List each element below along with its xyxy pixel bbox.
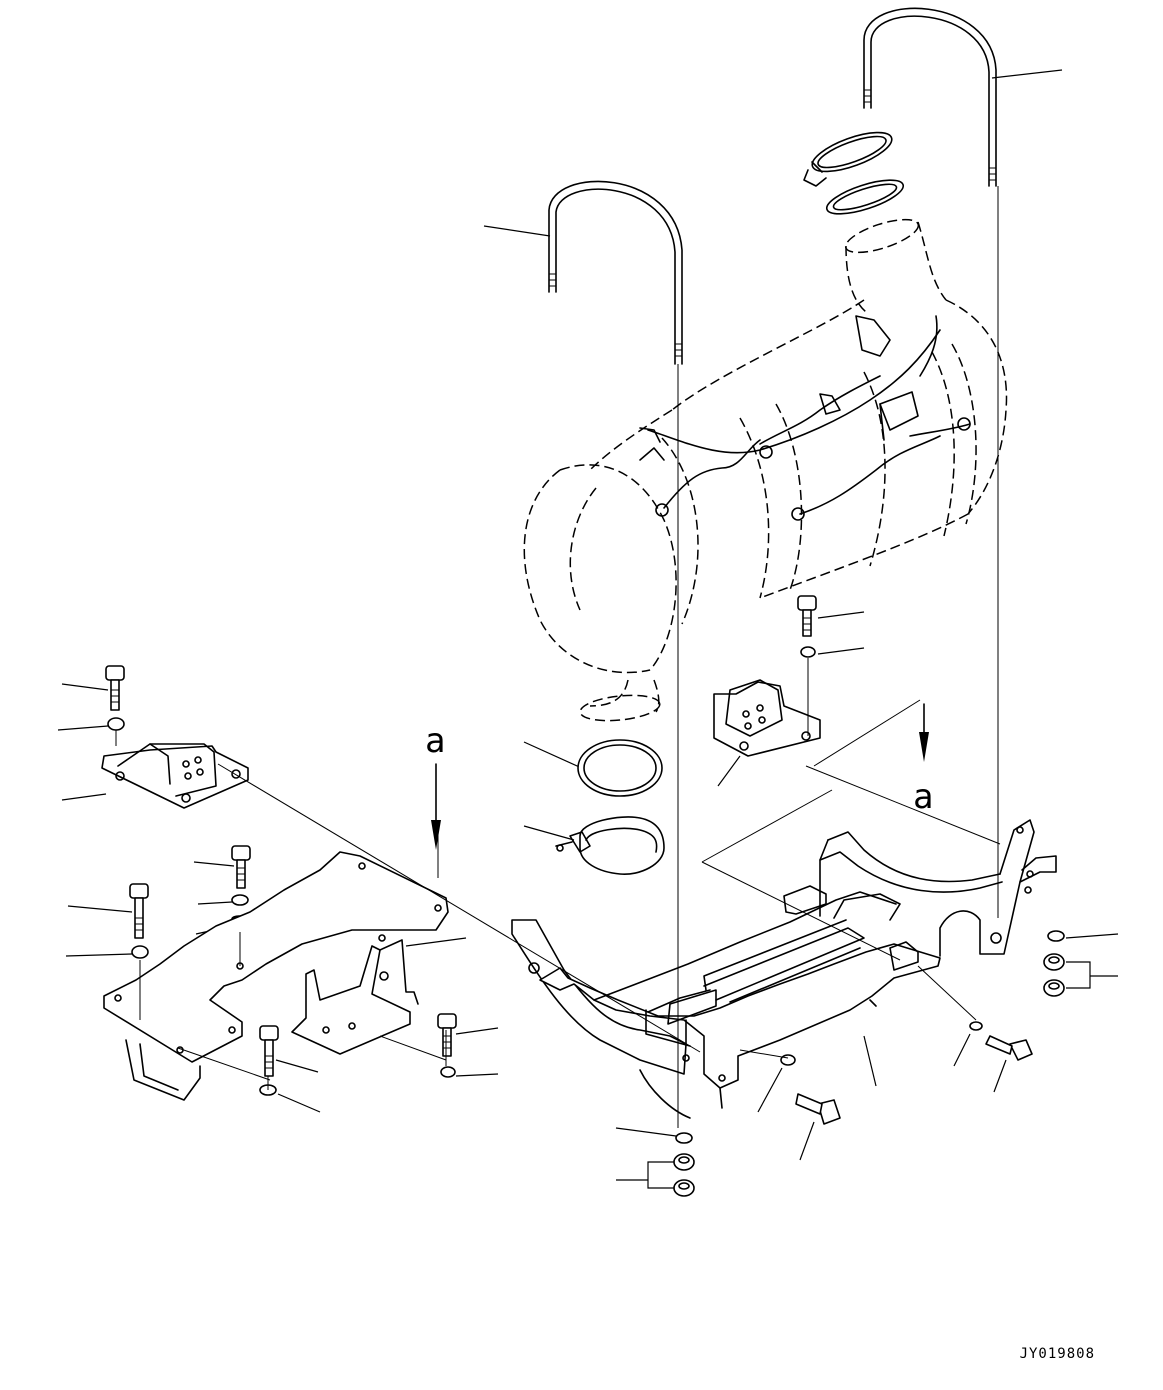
clamp-top — [803, 131, 893, 187]
bolt-left-mid — [231, 845, 251, 889]
nut-bottom-a — [673, 1153, 695, 1171]
view-marker-right: a — [913, 777, 933, 817]
washer-bottom-a — [780, 1054, 796, 1066]
nut-right-a — [1043, 953, 1065, 971]
aftertreatment-assembly — [523, 218, 1008, 722]
alignment-lines — [115, 186, 1001, 1128]
bolt-left-top — [105, 665, 125, 711]
bolt-bottom-angled — [795, 1093, 841, 1125]
washer-right-b — [969, 1021, 983, 1031]
washer-right-top — [800, 646, 816, 658]
bolt-right-top — [797, 595, 817, 637]
gasket-top — [825, 179, 905, 215]
bolt-right-angled — [985, 1035, 1033, 1061]
bolt-left-bottom — [259, 1025, 279, 1077]
u-bolt-large — [863, 7, 997, 187]
u-bolt-small — [548, 180, 683, 365]
bolt-center — [437, 1013, 457, 1057]
washer-center — [440, 1066, 456, 1078]
nut-right-b — [1043, 979, 1065, 997]
washer-left-low — [131, 945, 149, 959]
mount-bracket-right — [713, 679, 821, 757]
washer-left-top — [107, 717, 125, 731]
view-arrow-left: a — [425, 721, 445, 850]
view-arrow-right: a — [913, 703, 933, 817]
gasket-inlet — [577, 739, 663, 797]
view-marker-left: a — [425, 721, 445, 761]
clamp-inlet — [555, 816, 665, 875]
support-plate-left — [103, 851, 449, 1101]
nut-bottom-b — [673, 1179, 695, 1197]
washer-right-a — [1047, 930, 1065, 942]
washer-bottom-b — [675, 1132, 693, 1144]
washer-left-mid — [231, 894, 249, 906]
bolt-left-low — [129, 883, 149, 939]
mount-bracket-left — [101, 743, 249, 809]
drawing-id: JY019808 — [1019, 1346, 1095, 1362]
main-support-frame — [511, 819, 1057, 1119]
